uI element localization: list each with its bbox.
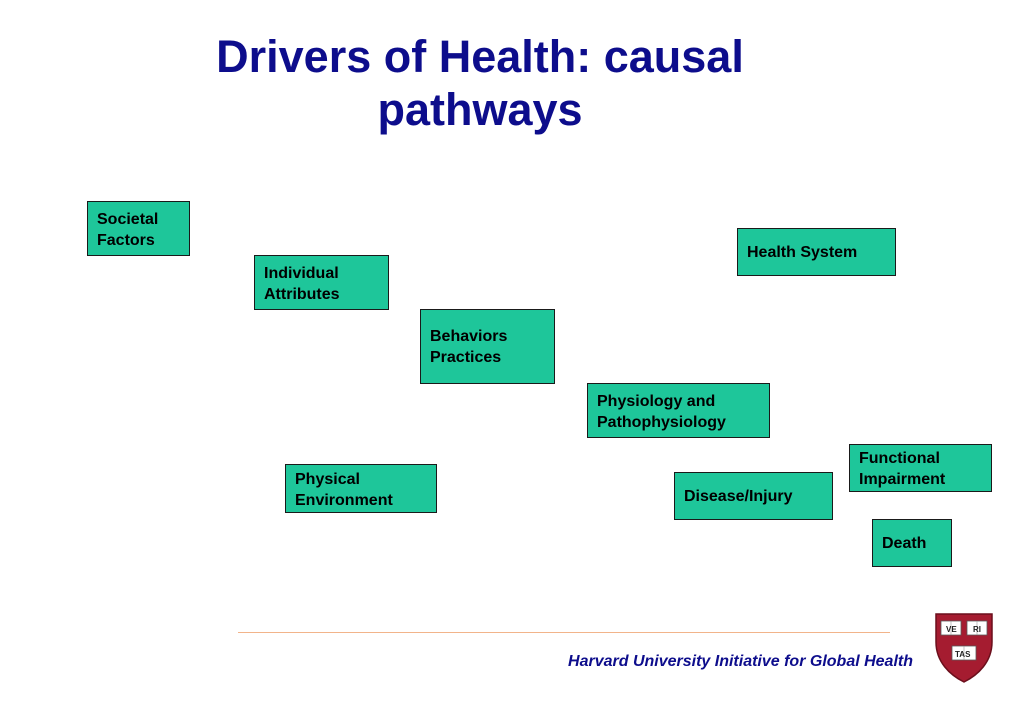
node-label-line: Behaviors [430,328,508,345]
svg-text:TAS: TAS [955,650,971,659]
title-line-1: Drivers of Health: causal [216,31,744,82]
svg-text:VE: VE [946,625,957,634]
harvard-veritas-shield-icon: VE RI TAS [935,613,993,683]
svg-text:RI: RI [973,625,981,634]
node-label-line: Functional [859,450,940,467]
footer-divider [238,632,890,633]
node-label-line: Death [882,535,927,552]
node-label-line: Environment [295,492,393,509]
node-functional-impairment: Functional Impairment [849,444,992,492]
node-label-line: Physiology and [597,393,716,410]
node-societal-factors: Societal Factors [87,201,190,256]
node-label-line: Physical [295,471,360,488]
node-label-line: Individual [264,265,339,282]
node-label-line: Factors [97,232,155,249]
node-behaviors-practices: Behaviors Practices [420,309,555,384]
node-physiology-pathophysiology: Physiology and Pathophysiology [587,383,770,438]
node-disease-injury: Disease/Injury [674,472,833,520]
node-death: Death [872,519,952,567]
node-label-line: Societal [97,211,159,228]
node-label-line: Health System [747,244,858,261]
node-label-line: Disease/Injury [684,488,793,505]
footer-text: Harvard University Initiative for Global… [568,653,913,670]
node-health-system: Health System [737,228,896,276]
node-label-line: Attributes [264,286,340,303]
node-label-line: Pathophysiology [597,414,726,431]
node-label-line: Practices [430,349,502,366]
title-line-2: pathways [377,84,583,135]
node-label-line: Impairment [859,471,946,488]
node-physical-environment: Physical Environment [285,464,437,513]
slide-title: Drivers of Health: causal pathways [140,30,820,136]
node-individual-attributes: Individual Attributes [254,255,389,310]
